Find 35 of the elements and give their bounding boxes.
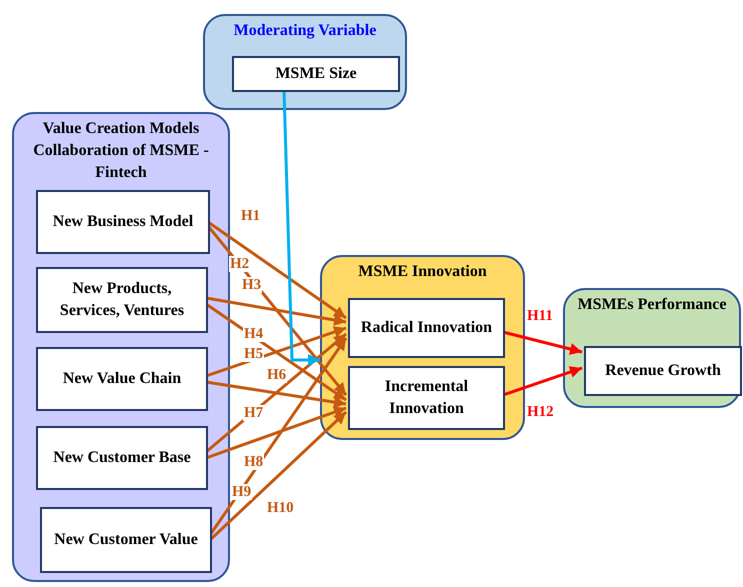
arrow — [207, 220, 347, 320]
edge-label: H4 — [243, 326, 264, 342]
edge-label: H3 — [241, 277, 262, 293]
process-box: New Business Model — [36, 190, 210, 254]
arrow — [205, 302, 347, 402]
arrow — [206, 406, 346, 460]
arrow — [206, 296, 346, 326]
edge-label: H7 — [243, 405, 264, 421]
group-panel — [12, 112, 230, 582]
edge-label: H5 — [243, 346, 264, 362]
process-box: Incremental Innovation — [348, 366, 505, 430]
arrow — [502, 330, 582, 355]
arrow — [282, 90, 320, 366]
process-box: New Value Chain — [36, 347, 208, 411]
group-panel — [203, 14, 407, 110]
arrow — [205, 332, 347, 454]
process-box: New Customer Value — [40, 507, 212, 573]
group-panel — [320, 255, 525, 440]
process-box: New Customer Base — [36, 426, 208, 490]
group-title: MSME Innovation — [358, 262, 487, 282]
group-title: Value Creation Models Collaboration of MSME - Fintech — [32, 119, 210, 183]
group-title: MSMEs Performance — [578, 295, 726, 315]
process-box: New Products, Services, Ventures — [36, 267, 208, 333]
edge-label: H9 — [231, 484, 252, 500]
arrow — [206, 326, 346, 378]
arrow — [502, 366, 582, 396]
group-title: Moderating Variable — [234, 21, 376, 41]
edge-label: H8 — [243, 454, 264, 470]
process-box: MSME Size — [232, 56, 400, 92]
process-box: Radical Innovation — [348, 298, 505, 358]
arrow — [206, 380, 346, 408]
process-box: Revenue Growth — [584, 346, 742, 396]
edge-label: H2 — [229, 256, 250, 272]
edge-label: H6 — [266, 367, 288, 383]
group-panel — [563, 288, 741, 408]
